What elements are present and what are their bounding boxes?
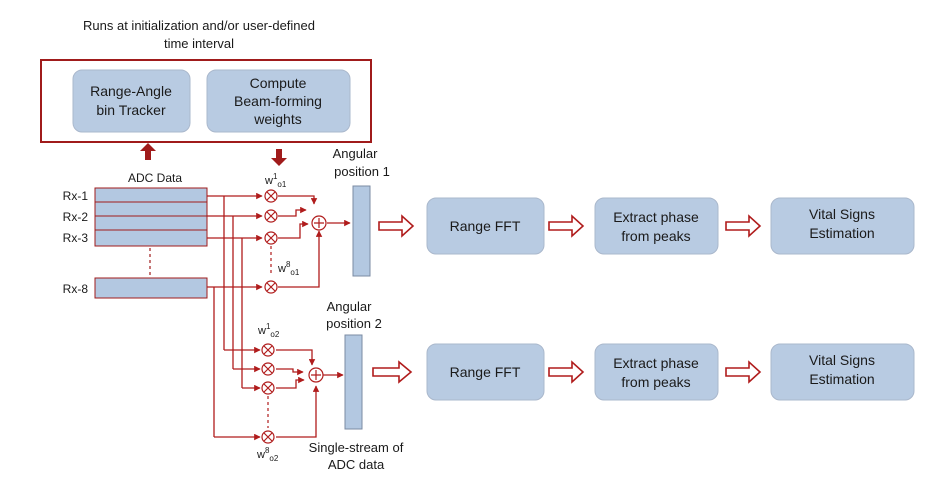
upper-beamformer-wiring (207, 192, 351, 437)
header-line-1: Runs at initialization and/or user-defin… (83, 18, 315, 33)
upper-multipliers (264, 189, 327, 294)
extract-phase-label-1-line-1: Extract phase (613, 209, 699, 225)
rx8-label: Rx-8 (63, 282, 89, 296)
beamforming-label-line-1: Compute (250, 75, 307, 91)
extract-phase-block-2 (594, 343, 719, 401)
adc-row-rx2 (94, 215, 208, 231)
down-arrow-icon (271, 149, 287, 166)
vital-signs-label-2-line-1: Vital Signs (809, 352, 875, 368)
vital-signs-block-2 (770, 343, 915, 401)
hollow-arrow-icon (548, 214, 585, 238)
angular-buffer-2 (344, 334, 363, 430)
beamforming-weights-block (206, 69, 351, 133)
vital-signs-label-2-line-2: Estimation (809, 371, 874, 387)
angular-buffer-1 (352, 185, 371, 277)
rx1-label: Rx-1 (63, 189, 89, 203)
header-line-2: time interval (164, 36, 234, 51)
lower-multipliers (261, 343, 324, 444)
range-fft-block-1 (426, 197, 545, 255)
tracker-label-line-1: Range-Angle (90, 83, 172, 99)
angular-position-2-line-2: position 2 (326, 316, 382, 331)
lower-beamformer-wiring (214, 346, 344, 441)
extract-phase-label-2-line-2: from peaks (621, 374, 690, 390)
range-fft-label-2: Range FFT (450, 364, 521, 380)
hollow-arrow-icon (725, 360, 762, 384)
weight-w8-o1: w8o1 (277, 260, 300, 277)
angular-position-1-line-1: Angular (333, 146, 378, 161)
adc-row-rx1 (94, 187, 208, 203)
adc-data-label: ADC Data (128, 171, 182, 185)
up-arrow-icon (140, 143, 156, 160)
angular-position-1-line-2: position 1 (334, 164, 390, 179)
range-fft-label-1: Range FFT (450, 218, 521, 234)
weight-w8-o2: w8o2 (256, 446, 279, 463)
adc-row-rx3 (94, 229, 208, 247)
hollow-arrow-icon (725, 214, 762, 238)
single-stream-line-2: ADC data (328, 457, 385, 472)
range-angle-tracker-block (72, 69, 191, 133)
angular-position-2-line-1: Angular (327, 299, 372, 314)
range-fft-block-2 (426, 343, 545, 401)
weight-w1-o2: w1o2 (257, 322, 280, 339)
extract-phase-label-2-line-1: Extract phase (613, 355, 699, 371)
rx3-label: Rx-3 (63, 231, 89, 245)
beamforming-label-line-3: weights (253, 111, 301, 127)
adc-row-rx1b (94, 201, 208, 217)
hollow-arrow-icon (378, 214, 415, 238)
hollow-arrow-icon (372, 360, 413, 384)
beamforming-label-line-2: Beam-forming (234, 93, 322, 109)
extract-phase-block-1 (594, 197, 719, 255)
tracker-label-line-2: bin Tracker (96, 102, 166, 118)
hollow-arrow-icon (548, 360, 585, 384)
weight-w1-o1: w1o1 (264, 172, 287, 189)
single-stream-line-1: Single-stream of (309, 440, 404, 455)
extract-phase-label-1-line-2: from peaks (621, 228, 690, 244)
vital-signs-label-1-line-1: Vital Signs (809, 206, 875, 222)
vital-signs-block-1 (770, 197, 915, 255)
adc-row-rx8 (94, 277, 208, 299)
vital-signs-label-1-line-2: Estimation (809, 225, 874, 241)
rx2-label: Rx-2 (63, 210, 89, 224)
